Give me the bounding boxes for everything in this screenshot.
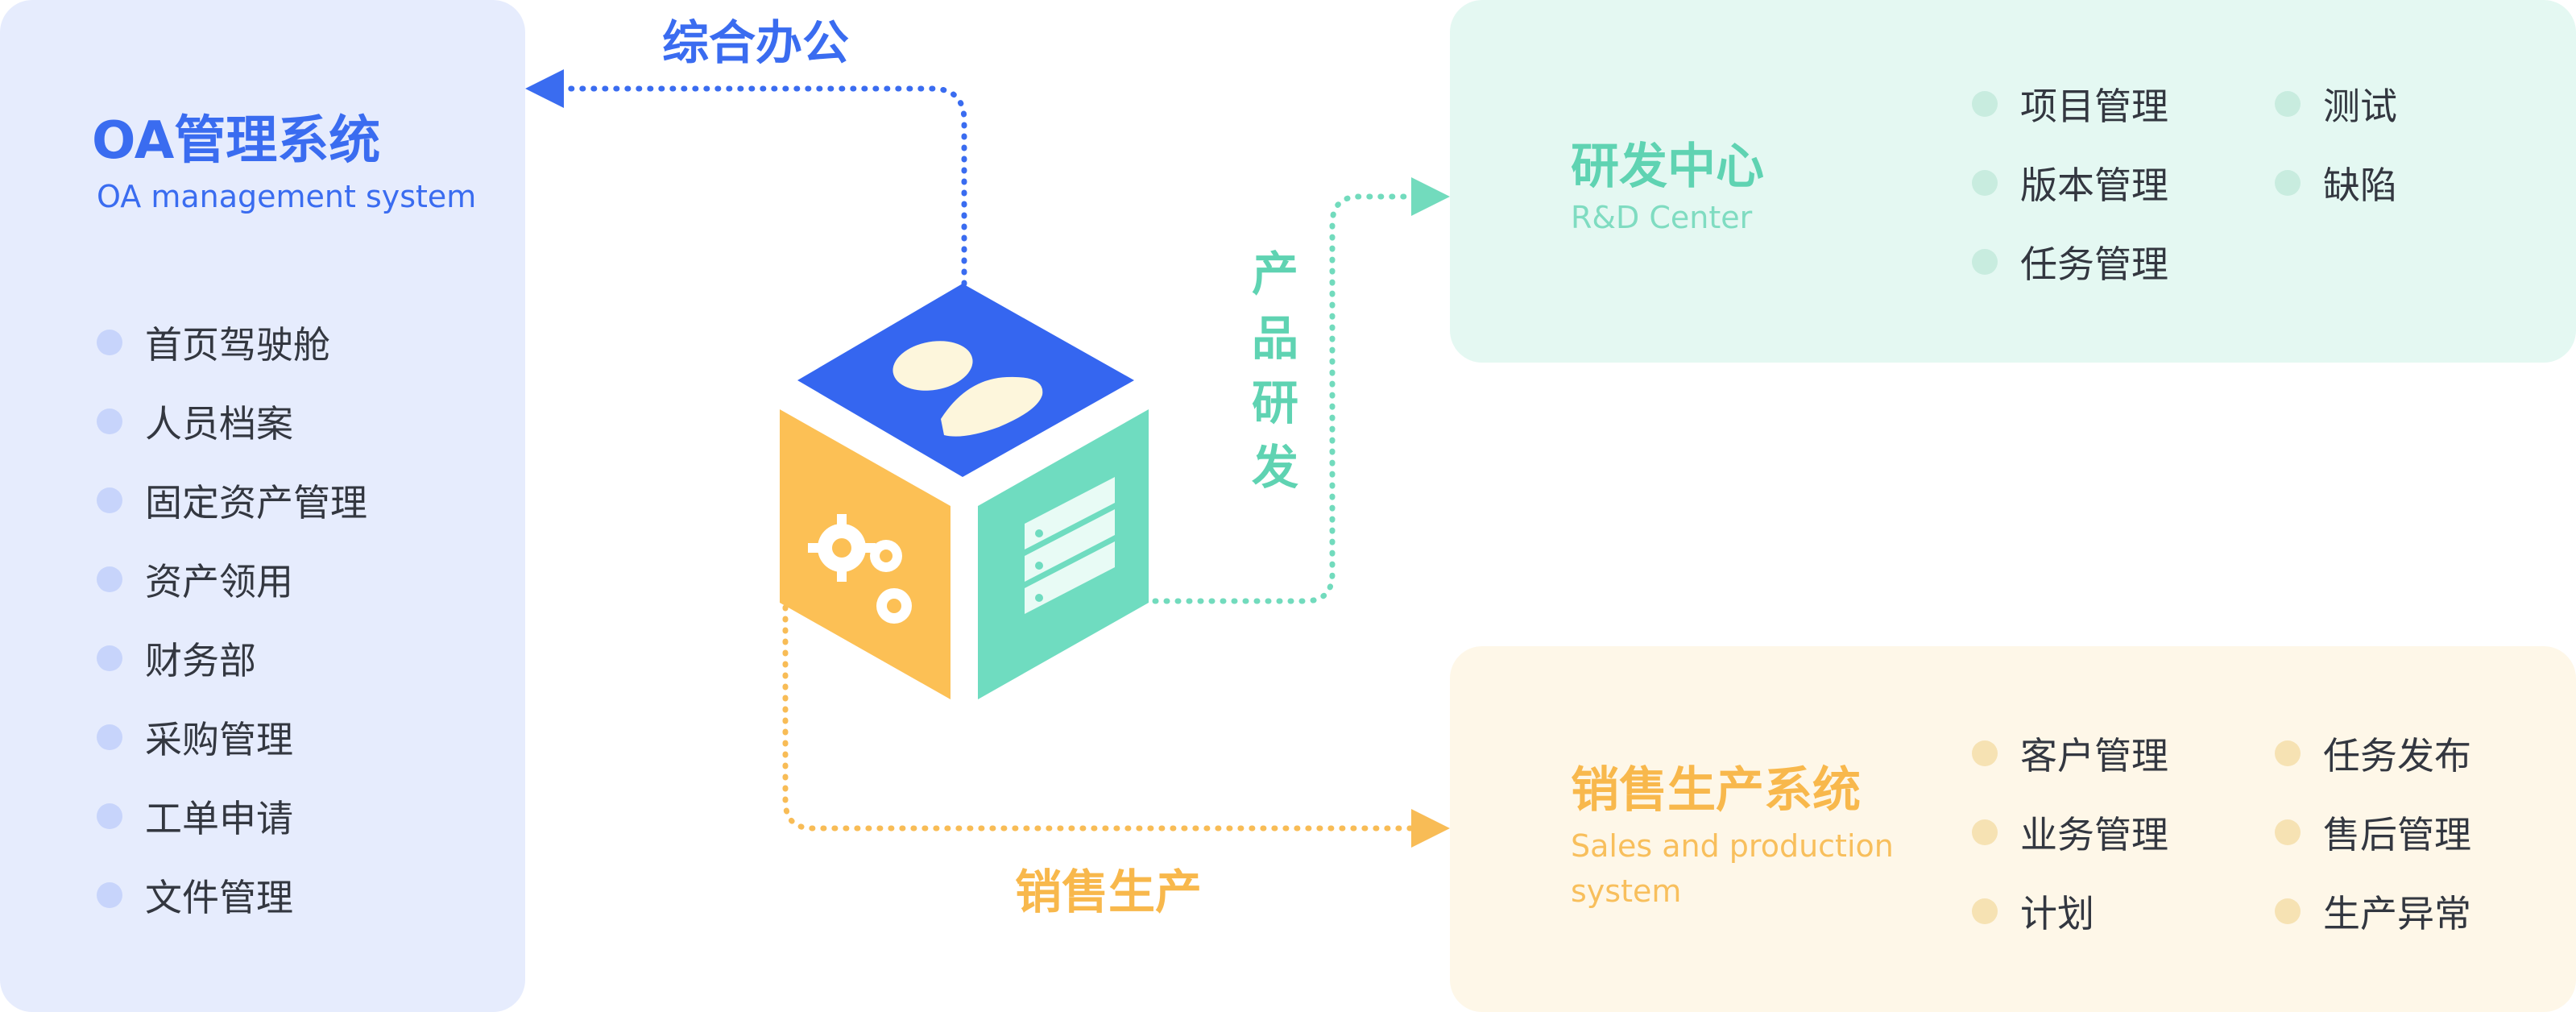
server-dots-icon (1035, 529, 1043, 602)
rd-item: 测试 (2275, 76, 2397, 132)
oa-item: 文件管理 (97, 856, 367, 935)
rd-item-label: 测试 (2323, 85, 2397, 128)
bullet-dot (1972, 898, 1998, 924)
oa-item-label: 固定资产管理 (145, 481, 367, 525)
bullet-dot (1972, 740, 1998, 766)
rd-item: 版本管理 (1972, 155, 2168, 211)
rd-item: 任务管理 (1972, 234, 2168, 290)
sales-arrow-icon (1411, 809, 1450, 848)
cube-top-face (797, 284, 1134, 477)
office-arrow-icon (525, 69, 564, 108)
gears-icon (808, 514, 912, 624)
oa-subtitle: OA management system (97, 179, 477, 214)
oa-panel: OA管理系统 OA management system 首页驾驶舱 人员档案 固… (0, 0, 525, 1012)
oa-item: 财务部 (97, 619, 367, 698)
rd-connector-line (1141, 193, 1421, 604)
bullet-dot (2275, 740, 2301, 766)
rd-item-label: 任务管理 (2020, 243, 2168, 286)
bullet-dot (97, 487, 122, 513)
sales-connector-label: 销售生产 (1015, 865, 1203, 919)
sales-item: 客户管理 (1972, 725, 2168, 782)
cube-left-face (780, 409, 950, 699)
oa-item-label: 首页驾驶舱 (145, 323, 330, 367)
sales-item: 任务发布 (2275, 725, 2471, 782)
bullet-dot (2275, 898, 2301, 924)
oa-item-label: 财务部 (145, 639, 256, 682)
bullet-dot (2275, 91, 2301, 117)
rd-title: 研发中心 (1571, 139, 1764, 195)
sales-item: 业务管理 (1972, 804, 2168, 861)
oa-item: 人员档案 (97, 382, 367, 461)
oa-item: 首页驾驶舱 (97, 303, 367, 382)
sales-item: 售后管理 (2275, 804, 2471, 861)
oa-item-label: 文件管理 (145, 876, 293, 919)
bullet-dot (97, 330, 122, 355)
sales-title: 销售生产系统 (1571, 762, 1861, 819)
bullet-dot (97, 882, 122, 908)
bullet-dot (97, 566, 122, 592)
rd-label-char: 发 (1251, 440, 1298, 495)
rd-item-label: 版本管理 (2020, 164, 2168, 207)
rd-item: 缺陷 (2275, 155, 2397, 211)
bullet-dot (1972, 91, 1998, 117)
sales-item: 生产异常 (2275, 883, 2471, 939)
oa-item-label: 采购管理 (145, 718, 293, 761)
bullet-dot (97, 645, 122, 671)
user-head-shape (892, 341, 973, 391)
user-body-shape (941, 376, 1043, 437)
rd-item-label: 缺陷 (2323, 164, 2397, 207)
sales-item-label: 计划 (2020, 892, 2094, 935)
sales-item-label: 客户管理 (2020, 734, 2168, 778)
rd-label-char: 品 (1251, 311, 1298, 366)
office-label: 综合办公 (662, 15, 850, 70)
rd-label-char: 产 (1251, 247, 1298, 301)
rd-item: 项目管理 (1972, 76, 2168, 132)
office-connector-line (553, 85, 967, 287)
bullet-dot (1972, 170, 1998, 196)
oa-item: 资产领用 (97, 540, 367, 619)
rd-panel: 研发中心 R&D Center 项目管理 版本管理 任务管理 测试 缺陷 (1450, 0, 2576, 363)
rd-arrow-icon (1411, 177, 1450, 216)
oa-item: 采购管理 (97, 698, 367, 777)
sales-item-label: 任务发布 (2323, 734, 2471, 778)
oa-item: 固定资产管理 (97, 461, 367, 540)
sales-subtitle: Sales and production system (1571, 828, 1894, 909)
bullet-dot (1972, 819, 1998, 845)
bullet-dot (97, 409, 122, 434)
sales-item-label: 售后管理 (2323, 813, 2471, 856)
bullet-dot (97, 724, 122, 750)
server-icon (1025, 477, 1115, 614)
rd-subtitle: R&D Center (1571, 200, 1753, 235)
bullet-dot (97, 803, 122, 829)
oa-list: 首页驾驶舱 人员档案 固定资产管理 资产领用 财务部 采购管理 工单申请 文件管… (97, 303, 367, 935)
sales-item-label: 生产异常 (2323, 892, 2471, 935)
sales-item: 计划 (1972, 883, 2094, 939)
oa-item: 工单申请 (97, 777, 367, 856)
oa-title: OA管理系统 (92, 111, 381, 171)
rd-connector-label: 产 品 研 发 (1247, 242, 1303, 500)
sales-item-label: 业务管理 (2020, 813, 2168, 856)
sales-panel: 销售生产系统 Sales and production system 客户管理 … (1450, 646, 2576, 1012)
oa-item-label: 资产领用 (145, 560, 293, 603)
bullet-dot (1972, 249, 1998, 275)
bullet-dot (2275, 170, 2301, 196)
rd-label-char: 研 (1251, 375, 1298, 430)
oa-item-label: 人员档案 (145, 402, 293, 446)
sales-connector-line (782, 604, 1421, 832)
rd-item-label: 项目管理 (2020, 85, 2168, 128)
oa-item-label: 工单申请 (145, 797, 293, 840)
cube-icon (780, 284, 1149, 699)
bullet-dot (2275, 819, 2301, 845)
